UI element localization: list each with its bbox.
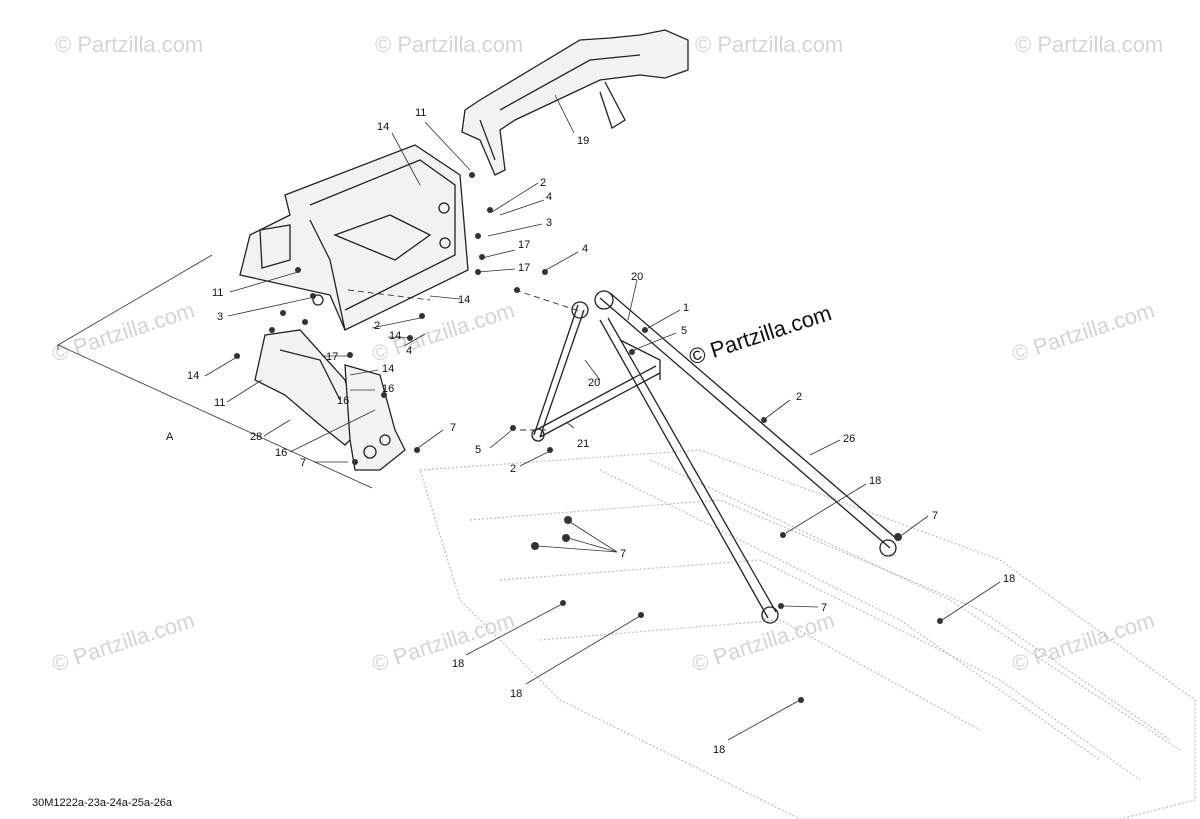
- watermark: © Partzilla.com: [1015, 32, 1163, 57]
- watermark-layer: © Partzilla.com © Partzilla.com © Partzi…: [49, 32, 1163, 677]
- callout-label: 11: [214, 397, 225, 409]
- watermark: © Partzilla.com: [49, 607, 198, 677]
- callout-label: 26: [843, 433, 855, 445]
- callout-label: 3: [217, 311, 223, 323]
- lower-bracket-28: [254, 329, 406, 471]
- callout-label: 7: [932, 510, 938, 522]
- view-label: A: [166, 431, 174, 443]
- callout-label: 2: [796, 391, 802, 403]
- callout-label: 17: [518, 262, 530, 274]
- callout-label: 7: [620, 548, 626, 560]
- alignment-lines: [347, 289, 583, 431]
- callout-label: 3: [546, 217, 552, 229]
- callout-label: 16: [275, 447, 287, 459]
- callout-label: 16: [337, 395, 349, 407]
- callout-label: 7: [300, 457, 306, 469]
- leader-lines: [204, 94, 1001, 741]
- diagram-code: 30M1222a-23a-24a-25a-26a: [32, 797, 173, 809]
- callout-label: 1: [683, 302, 689, 314]
- watermark: © Partzilla.com: [375, 32, 523, 57]
- callout-label: 18: [869, 475, 881, 487]
- callout-label: 20: [588, 377, 600, 389]
- a-frame-assembly: [531, 290, 899, 624]
- watermark-main: © Partzilla.com: [686, 300, 835, 370]
- callout-label: 11: [415, 107, 426, 119]
- callout-label: 14: [382, 363, 394, 375]
- callout-label: 11: [212, 287, 223, 299]
- callout-label: 18: [510, 688, 522, 700]
- callout-label: 7: [821, 602, 827, 614]
- callout-label: 18: [713, 744, 725, 756]
- callout-label: 17: [326, 351, 338, 363]
- callout-label: 4: [546, 191, 552, 203]
- watermark: © Partzilla.com: [1009, 297, 1158, 367]
- watermark: © Partzilla.com: [695, 32, 843, 57]
- callout-label: 20: [631, 271, 643, 283]
- watermark: © Partzilla.com: [55, 32, 203, 57]
- watermark: © Partzilla.com: [369, 607, 518, 677]
- callout-label: 17: [518, 239, 530, 251]
- bulkhead-plate: [239, 144, 469, 331]
- callout-label: 2: [540, 177, 546, 189]
- tunnel-ghost-outline: [419, 449, 1196, 819]
- callout-label: 18: [1003, 573, 1015, 585]
- callout-label: 21: [577, 438, 589, 450]
- callout-label: 4: [582, 243, 588, 255]
- callout-layer: 11 14 2 4 3 17 17 4 11 3 14 2 14 4 17 14…: [187, 107, 1015, 756]
- callout-label: 5: [681, 325, 687, 337]
- callout-label: 5: [475, 444, 481, 456]
- callout-label: 28: [250, 431, 262, 443]
- callout-label: 4: [406, 345, 412, 357]
- callout-label: 7: [450, 422, 456, 434]
- callout-label: 19: [577, 135, 589, 147]
- watermark: © Partzilla.com: [49, 297, 198, 367]
- callout-label: 2: [510, 463, 516, 475]
- callout-label: 2: [374, 320, 380, 332]
- callout-label: 14: [377, 121, 389, 133]
- view-a-frame: [57, 254, 373, 489]
- watermark: © Partzilla.com: [1009, 607, 1158, 677]
- callout-label: 16: [382, 383, 394, 395]
- callout-label: 14: [389, 330, 401, 342]
- callout-label: 14: [458, 294, 470, 306]
- watermark: © Partzilla.com: [689, 607, 838, 677]
- fasteners: [234, 172, 943, 703]
- callout-label: 14: [187, 370, 199, 382]
- upper-column-support-19: [461, 29, 689, 176]
- callout-label: 18: [452, 658, 464, 670]
